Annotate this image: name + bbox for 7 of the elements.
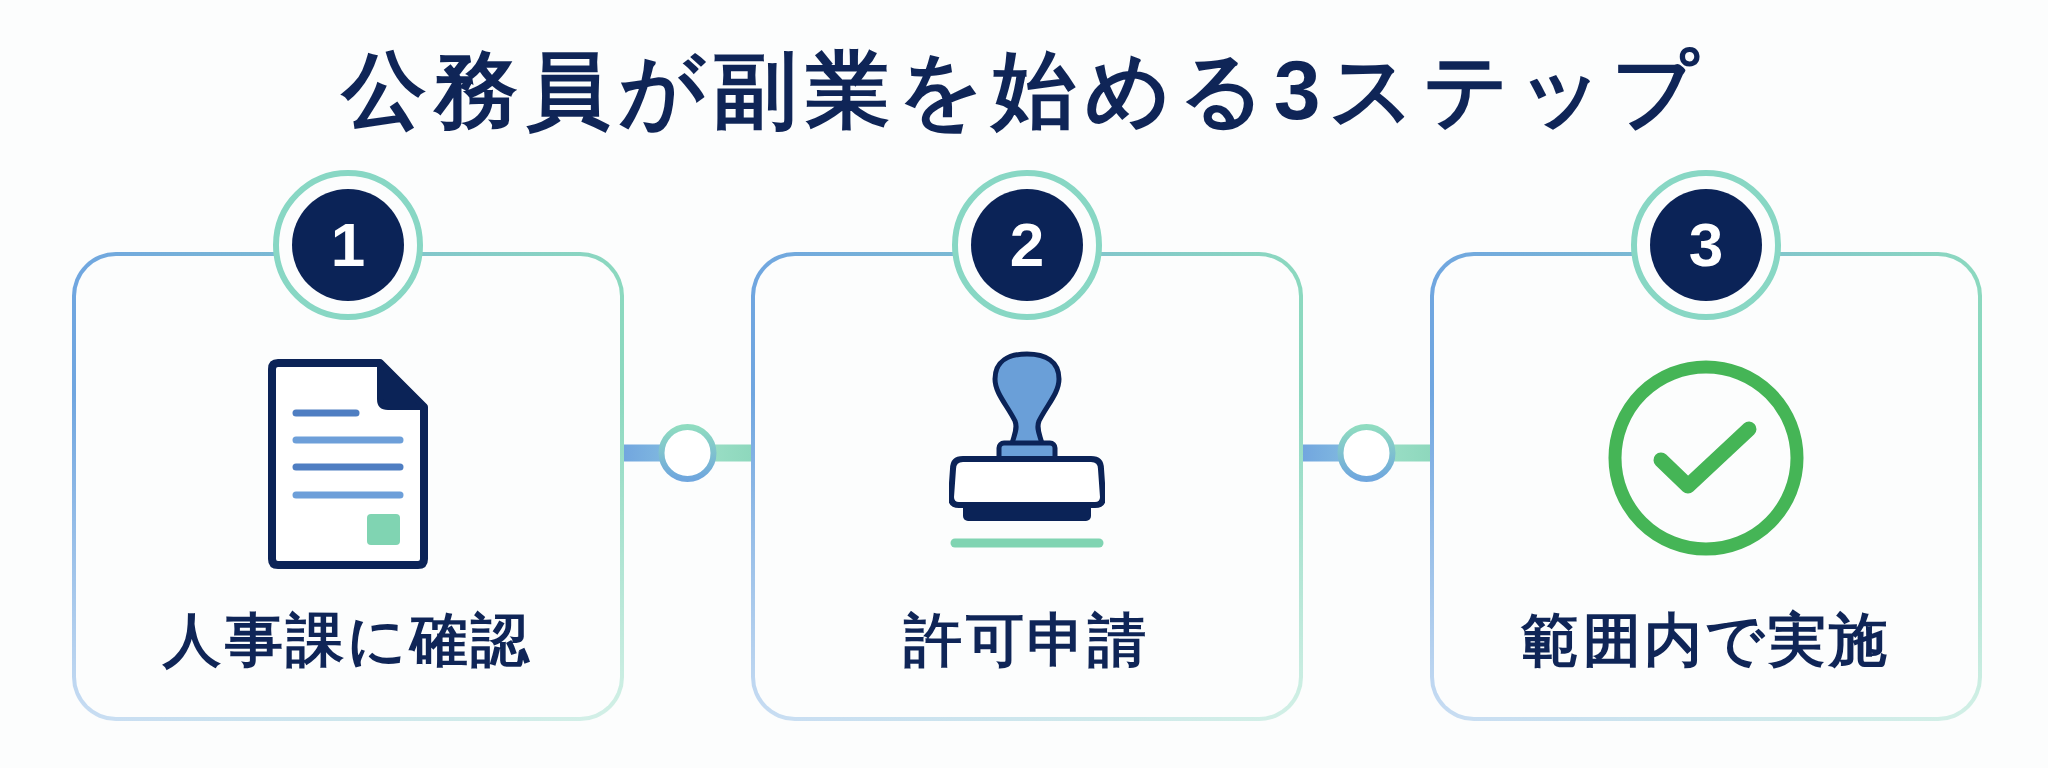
step-number: 3	[1650, 189, 1762, 301]
step-number: 2	[971, 189, 1083, 301]
step-label: 許可申請	[904, 606, 1150, 674]
step-label: 範囲内で実施	[1521, 606, 1891, 674]
step-number: 1	[292, 189, 404, 301]
step-label: 人事課に確認	[163, 606, 533, 674]
title: 公務員が副業を始める3ステップ	[341, 42, 1707, 139]
